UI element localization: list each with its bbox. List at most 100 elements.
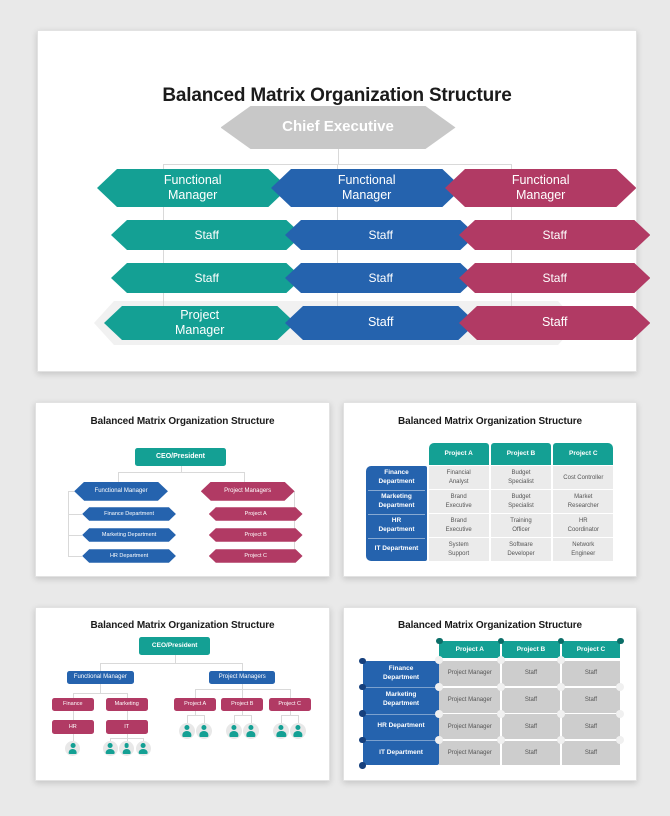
connector-line	[100, 662, 243, 664]
assignment-cell: Staff	[501, 714, 561, 740]
connector-line	[242, 662, 244, 671]
assignment-cell: Budget Specialist	[491, 490, 551, 514]
staff-node: Staff	[459, 306, 650, 340]
connector-dot	[616, 709, 625, 718]
connector-line	[242, 689, 244, 698]
connector-line	[195, 689, 197, 698]
project-node: Project B	[209, 528, 303, 542]
assignment-cell: Cost Controller	[553, 466, 614, 490]
connector-dot	[359, 683, 366, 691]
assignment-cell: Staff	[561, 687, 621, 713]
staff-node: Staff	[285, 263, 476, 293]
connector-dot	[557, 637, 565, 645]
connector-line	[242, 711, 244, 715]
project-manager-node: Project Manager	[104, 306, 295, 340]
person-icon	[290, 722, 307, 739]
chief-executive-node: Chief Executive	[221, 106, 456, 149]
person-icon	[135, 741, 151, 756]
connector-line	[186, 714, 204, 716]
connector-dot	[617, 637, 624, 645]
connector-dot	[359, 710, 366, 717]
assignment-cell: Staff	[501, 740, 561, 766]
connector-line	[68, 535, 83, 537]
assignment-cell: Software Developer	[491, 538, 551, 562]
row-divider	[365, 740, 437, 742]
person-icon	[225, 722, 242, 739]
slide-2-thumbnail[interactable]: Balanced Matrix Organization Structure C…	[35, 402, 330, 577]
connector-dot	[496, 736, 505, 745]
slide-3-thumbnail[interactable]: Balanced Matrix Organization Structure P…	[343, 402, 637, 577]
department-row-header: Finance Department	[378, 469, 415, 485]
connector-dot	[496, 682, 505, 691]
person-icon	[242, 722, 259, 739]
row-divider	[368, 489, 425, 491]
staff-node: Staff	[459, 220, 650, 250]
assignment-cell: Staff	[561, 661, 621, 686]
department-node: HR	[51, 720, 94, 734]
project-node: Project A	[209, 507, 303, 521]
connector-line	[72, 693, 127, 695]
ceo-node: CEO/President	[135, 448, 226, 466]
assignment-cell: Market Researcher	[553, 490, 614, 514]
person-icon	[65, 741, 81, 756]
connector-line	[186, 714, 188, 723]
connector-line	[242, 683, 244, 689]
connector-line	[174, 654, 176, 663]
department-row-header: IT Department	[374, 545, 419, 553]
slide-5-thumbnail[interactable]: Balanced Matrix Organization Structure P…	[343, 607, 637, 781]
assignment-cell: Staff	[561, 740, 621, 766]
department-row-header: HR Department	[377, 722, 425, 730]
slide-title: Balanced Matrix Organization Structure	[162, 85, 512, 106]
assignment-cell: Network Engineer	[553, 538, 614, 562]
connector-line	[100, 683, 102, 694]
person-icon	[195, 722, 212, 739]
table-header-cell: Project B	[491, 442, 551, 466]
connector-line	[117, 472, 245, 474]
connector-line	[72, 711, 74, 721]
connector-line	[281, 714, 283, 723]
connector-line	[126, 711, 128, 721]
connector-dot	[359, 657, 366, 665]
assignment-cell: Budget Specialist	[491, 466, 551, 490]
connector-dot	[435, 736, 444, 745]
slide-title: Balanced Matrix Organization Structure	[90, 416, 275, 427]
connector-dot	[557, 655, 566, 664]
staff-node: Staff	[459, 263, 650, 293]
row-divider	[365, 686, 437, 688]
connector-dot	[496, 709, 505, 718]
slide-4-thumbnail[interactable]: Balanced Matrix Organization Structure C…	[35, 607, 330, 781]
connector-dot	[557, 682, 566, 691]
project-node: Project A	[174, 697, 217, 711]
connector-dot	[496, 655, 505, 664]
functional-manager-node: Functional Manager	[445, 169, 636, 207]
assignment-cell: Project Manager	[439, 714, 501, 740]
connector-dot	[435, 682, 444, 691]
connector-line	[250, 714, 252, 723]
row-divider	[365, 713, 437, 715]
manager-node: Project Managers	[209, 671, 276, 684]
connector-dot	[616, 736, 625, 745]
staff-node: Staff	[111, 220, 302, 250]
staff-node: Staff	[285, 306, 476, 340]
assignment-cell: Financial Analyst	[428, 466, 489, 490]
connector-line	[180, 465, 182, 473]
connector-dot	[435, 655, 444, 664]
connector-line	[110, 737, 112, 741]
slide-1-thumbnail[interactable]: Balanced Matrix Organization Structure F…	[37, 30, 637, 372]
assignment-cell: Staff	[501, 687, 561, 713]
assignment-cell: Brand Executive	[428, 490, 489, 514]
table-header-cell: Project A	[439, 641, 501, 659]
assignment-cell: Project Manager	[439, 687, 501, 713]
assignment-cell: Training Officer	[491, 514, 551, 538]
connector-line	[289, 689, 291, 698]
manager-node: Project Managers	[201, 482, 295, 501]
connector-line	[203, 714, 205, 723]
department-node: HR Department	[82, 549, 176, 563]
connector-line	[143, 737, 145, 741]
department-node: IT	[105, 720, 148, 734]
person-icon	[178, 722, 195, 739]
slide-title: Balanced Matrix Organization Structure	[397, 416, 583, 427]
assignment-cell: Staff	[561, 714, 621, 740]
connector-line	[281, 714, 299, 716]
